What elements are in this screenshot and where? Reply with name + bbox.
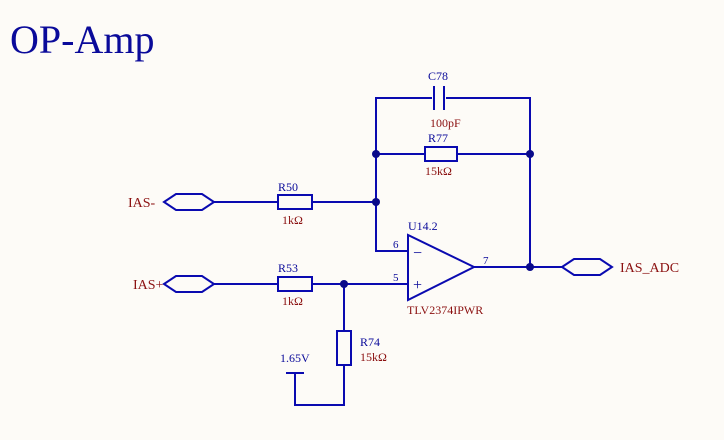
net-port-ias-minus[interactable]: IAS-: [128, 193, 216, 211]
r50-value-label: 1kΩ: [282, 213, 303, 227]
resistor-body: [336, 330, 352, 366]
page-title: OP-Amp: [10, 17, 154, 62]
pin-6-label: 6: [393, 239, 399, 251]
net-port-ias-plus[interactable]: IAS+: [133, 275, 216, 293]
ias-minus-label: IAS-: [128, 196, 156, 211]
opamp-minus-sign: −: [413, 245, 422, 262]
resistor-body: [424, 146, 458, 162]
junction-dot: [526, 263, 534, 271]
c78-value-label: 100pF: [430, 116, 461, 130]
feedback-left-wire: [375, 97, 432, 202]
port-shape: [560, 258, 614, 276]
resistor-r77[interactable]: R77 15kΩ: [424, 131, 458, 178]
opamp-part-label: TLV2374IPWR: [407, 303, 483, 317]
r50-ref-label: R50: [278, 180, 298, 194]
pin-5-label: 5: [393, 272, 399, 284]
resistor-body: [277, 194, 313, 210]
r53-ref-label: R53: [278, 261, 298, 275]
c78-ref-label: C78: [428, 69, 448, 83]
junction-dot: [340, 280, 348, 288]
feedback-right-wire: [446, 97, 531, 267]
resistor-body: [277, 276, 313, 292]
net-port-ias-adc[interactable]: IAS_ADC: [560, 258, 679, 276]
r53-value-label: 1kΩ: [282, 294, 303, 308]
junction-dot: [372, 198, 380, 206]
junction-dot: [372, 150, 380, 158]
resistor-r50[interactable]: R50 1kΩ: [277, 180, 313, 227]
r74-value-label: 15kΩ: [360, 350, 387, 364]
opamp-plus-sign: +: [413, 277, 422, 294]
port-shape: [162, 275, 216, 293]
opamp-ref-label: U14.2: [408, 219, 438, 233]
opamp-triangle: [407, 233, 477, 302]
pin-7-label: 7: [483, 255, 489, 267]
r77-ref-label: R77: [428, 131, 448, 145]
inverting-input-wire: [375, 202, 408, 252]
opamp-u14[interactable]: − + U14.2 TLV2374IPWR 6 5 7: [393, 219, 489, 317]
r77-value-label: 15kΩ: [425, 164, 452, 178]
ref-return-wire: [294, 365, 345, 406]
ias-plus-label: IAS+: [133, 278, 164, 293]
resistor-r53[interactable]: R53 1kΩ: [277, 261, 313, 308]
junction-dot: [526, 150, 534, 158]
junctions: [340, 150, 534, 288]
resistor-r74[interactable]: R74 15kΩ: [336, 330, 387, 366]
capacitor-c78[interactable]: C78 100pF: [428, 69, 461, 130]
r74-ref-label: R74: [360, 335, 380, 349]
port-shape: [162, 193, 216, 211]
ias-adc-label: IAS_ADC: [620, 261, 679, 276]
power-port-1v65[interactable]: 1.65V: [280, 351, 310, 374]
feedback-network: [375, 97, 531, 267]
ref-voltage-label: 1.65V: [280, 351, 310, 365]
